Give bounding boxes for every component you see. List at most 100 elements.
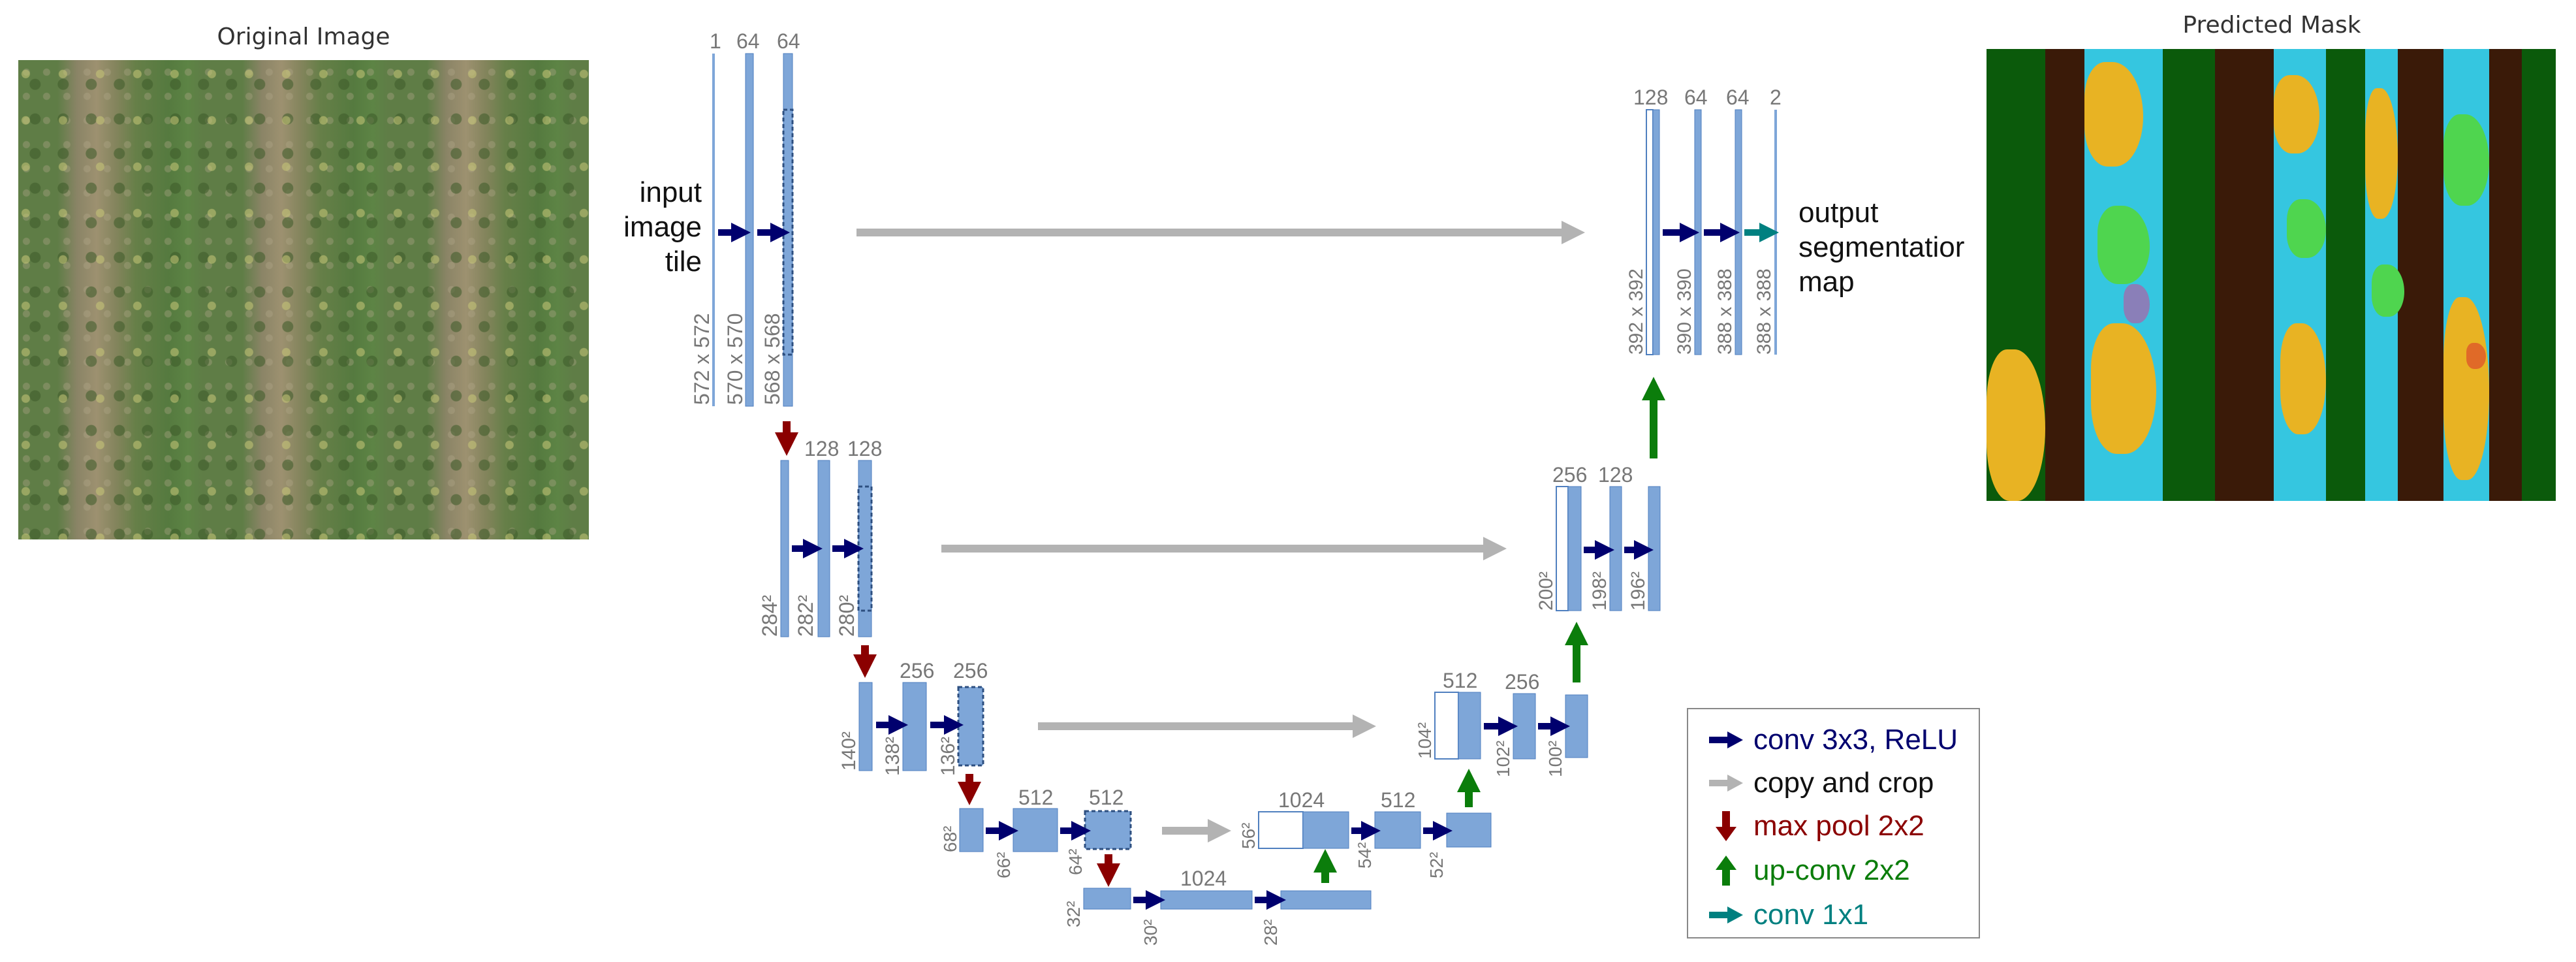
feature-map-bottom-c xyxy=(1280,890,1372,910)
cropped-copy-u2 xyxy=(1556,486,1569,611)
feature-map-u2-a xyxy=(1567,486,1582,611)
cropped-copy-u1 xyxy=(1646,109,1654,355)
cropped-copy-u3 xyxy=(1434,692,1459,760)
predicted-mask-title: Predicted Mask xyxy=(2182,12,2361,39)
pool-arrow-icon xyxy=(1716,811,1736,841)
channel-label: 64 xyxy=(1684,86,1708,109)
feature-map-u1-b xyxy=(1694,109,1702,355)
feature-map-l3-a xyxy=(858,682,873,771)
size-label: 54² xyxy=(1355,842,1375,869)
size-label: 390 x 390 xyxy=(1674,268,1695,355)
size-label: 28² xyxy=(1261,920,1281,946)
legend-label: conv 3x3, ReLU xyxy=(1753,724,1958,756)
size-label: 64² xyxy=(1065,849,1086,875)
size-label: 140² xyxy=(838,731,860,771)
feature-map-l3-c xyxy=(957,686,984,767)
size-label: 136² xyxy=(937,737,959,776)
channel-label: 2 xyxy=(1770,86,1782,109)
size-label: 284² xyxy=(758,595,781,637)
size-label: 30² xyxy=(1140,920,1161,946)
channel-label: 128 xyxy=(847,437,882,460)
feature-map-l4-b xyxy=(1013,808,1058,852)
feature-map-l3-b xyxy=(902,682,927,771)
channel-label: 64 xyxy=(1726,86,1750,109)
channel-label: 512 xyxy=(1018,786,1053,809)
feature-map-l2-b xyxy=(817,460,830,637)
conv-arrow-icon xyxy=(1709,731,1743,748)
feature-map-bottom-b xyxy=(1160,890,1253,910)
channel-label: 1024 xyxy=(1180,867,1227,890)
conv1x1-arrow-icon xyxy=(1709,906,1743,923)
feature-map-u4-a xyxy=(1302,811,1349,849)
feature-map-l2-a xyxy=(780,460,789,637)
size-label: 198² xyxy=(1589,571,1610,611)
size-label: 102² xyxy=(1493,741,1513,777)
legend-item-copy: copy and crop xyxy=(1708,767,1934,799)
channel-label: 256 xyxy=(1505,670,1539,694)
size-label: 280² xyxy=(835,595,858,637)
size-label: 56² xyxy=(1238,823,1259,849)
feature-map-u4-b xyxy=(1374,811,1421,849)
size-label: 104² xyxy=(1415,722,1435,759)
original-image-title: Original Image xyxy=(217,24,390,50)
channel-label: 64 xyxy=(777,29,800,53)
channel-label: 128 xyxy=(1598,463,1633,487)
size-label: 100² xyxy=(1545,741,1565,777)
size-label: 196² xyxy=(1627,571,1649,611)
output-label: segmentatior xyxy=(1798,231,1964,263)
feature-map-l4-a xyxy=(959,808,984,852)
size-label: 388 x 388 xyxy=(1753,268,1775,355)
size-label: 572 x 572 xyxy=(690,313,714,405)
feature-map-u3-b xyxy=(1513,693,1536,760)
size-label: 568 x 568 xyxy=(761,313,784,405)
feature-map-u4-c xyxy=(1446,812,1492,848)
output-label: output xyxy=(1798,197,1878,229)
feature-map-u3-a xyxy=(1458,692,1481,760)
input-label: input xyxy=(640,176,702,208)
feature-map-l1-b xyxy=(783,53,793,407)
size-label: 200² xyxy=(1535,571,1557,611)
feature-map-u3-c xyxy=(1565,694,1588,758)
feature-map-u1-a xyxy=(1652,109,1660,355)
channel-label: 256 xyxy=(1552,463,1587,487)
input-label: tile xyxy=(665,246,702,278)
channel-label: 512 xyxy=(1443,669,1477,692)
legend-label: up-conv 2x2 xyxy=(1753,854,1910,886)
original-image xyxy=(18,60,589,539)
size-label: 392 x 392 xyxy=(1626,268,1647,355)
size-label: 68² xyxy=(940,826,960,852)
upconv-arrow-icon xyxy=(1716,856,1736,886)
size-label: 138² xyxy=(882,737,903,776)
legend-label: copy and crop xyxy=(1753,767,1934,799)
channel-label: 256 xyxy=(900,659,934,682)
cropped-copy-u4 xyxy=(1258,811,1304,849)
size-label: 66² xyxy=(994,852,1014,878)
channel-label: 128 xyxy=(1633,86,1668,109)
channel-label: 1 xyxy=(710,29,721,53)
feature-map-l4-c xyxy=(1084,810,1132,850)
size-label: 282² xyxy=(794,595,817,637)
channel-label: 512 xyxy=(1381,788,1415,812)
legend-item-conv: conv 3x3, ReLU xyxy=(1708,724,1958,756)
channel-label: 128 xyxy=(804,437,839,460)
input-label: image xyxy=(623,211,702,243)
size-label: 32² xyxy=(1063,901,1084,927)
channel-label: 1024 xyxy=(1278,788,1325,812)
feature-map-bottom-a xyxy=(1083,888,1131,910)
legend-label: conv 1x1 xyxy=(1753,899,1869,931)
channel-label: 64 xyxy=(736,29,760,53)
channel-label: 256 xyxy=(953,659,988,682)
legend-label: max pool 2x2 xyxy=(1753,810,1924,842)
size-label: 570 x 570 xyxy=(723,313,747,405)
legend: conv 3x3, ReLU copy and crop max pool 2x… xyxy=(1687,708,1980,938)
output-label: map xyxy=(1798,266,1855,298)
size-label: 52² xyxy=(1426,852,1447,878)
size-label: 388 x 388 xyxy=(1714,268,1736,355)
legend-item-upconv: up-conv 2x2 xyxy=(1708,854,1910,887)
copy-arrow-icon xyxy=(1709,775,1743,792)
channel-label: 512 xyxy=(1089,786,1123,809)
predicted-mask-image xyxy=(1987,49,2556,501)
feature-map-l1-input xyxy=(712,54,715,406)
feature-map-u2-b xyxy=(1609,486,1622,611)
